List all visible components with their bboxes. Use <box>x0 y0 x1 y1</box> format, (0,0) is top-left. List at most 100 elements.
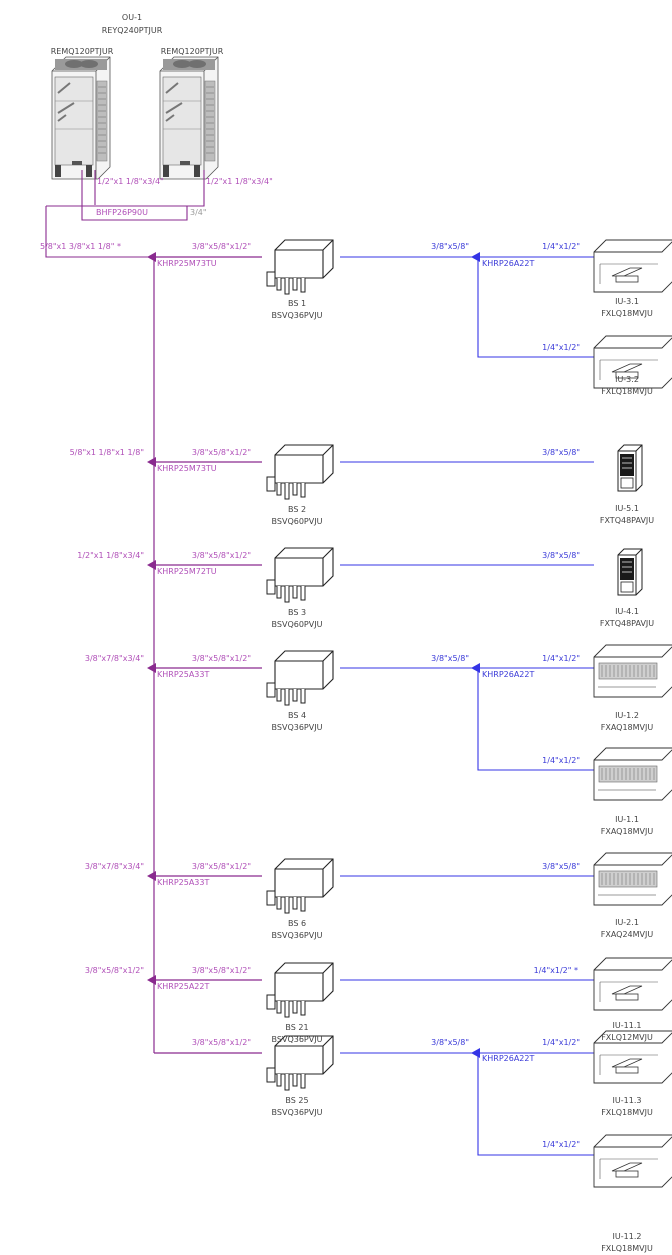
iu21-pipe-label: 3/8"x5/8" <box>542 862 580 871</box>
outdoor-unit-right-icon <box>159 56 219 180</box>
bs2-name: BS 2 <box>288 505 306 514</box>
iu-11-2-model: FXLQ18MVJU <box>601 1244 653 1253</box>
bs2-model: BSVQ60PVJU <box>272 517 323 526</box>
bs4-trunk-pipe-label: 3/8"x7/8"x3/4" <box>85 654 144 663</box>
bs4-indoor-pipe-label: 3/8"x5/8" <box>431 654 469 663</box>
iu41-pipe-label: 3/8"x5/8" <box>542 551 580 560</box>
iu-2-1-model: FXAQ24MVJU <box>601 930 654 939</box>
bs6-model: BSVQ36PVJU <box>272 931 323 940</box>
iu12-pipe-label: 1/4"x1/2" <box>542 654 580 663</box>
iu-1-1-icon <box>593 747 672 801</box>
iu-11-1-name: IU-11.1 <box>613 1021 642 1030</box>
bs21-trunk-pipe-label: 3/8"x5/8"x1/2" <box>85 966 144 975</box>
ou-system-model: REYQ240PTJUR <box>102 26 163 35</box>
bs6-trunk-pipe-label: 3/8"x7/8"x3/4" <box>85 862 144 871</box>
iu-1-1-name: IU-1.1 <box>615 815 639 824</box>
bs4-name: BS 4 <box>288 711 306 720</box>
bs25-icon <box>266 1035 334 1091</box>
bs3-name: BS 3 <box>288 608 306 617</box>
bs4-icon <box>266 650 334 706</box>
ou-system-name: OU-1 <box>122 13 142 22</box>
iu-11-3-name: IU-11.3 <box>613 1096 642 1105</box>
iu-3-2-name: IU-3.2 <box>615 375 639 384</box>
bs1-icon <box>266 239 334 295</box>
bs21-name: BS 21 <box>285 1023 308 1032</box>
outdoor-unit-left-icon <box>51 56 111 180</box>
iu113-pipe-label: 1/4"x1/2" <box>542 1038 580 1047</box>
iu-11-1-icon <box>593 957 672 1011</box>
bs6-joint-label: KHRP25A33T <box>157 878 209 887</box>
bs4-joint-label: KHRP25A33T <box>157 670 209 679</box>
iu-3-1-name: IU-3.1 <box>615 297 639 306</box>
header-kit-label: BHFP26P90U <box>96 208 148 217</box>
ou-left-model: REMQ120PTJUR <box>51 47 114 56</box>
iu-1-2-name: IU-1.2 <box>615 711 639 720</box>
bs4-model: BSVQ36PVJU <box>272 723 323 732</box>
bs2-trunk-pipe-label: 5/8"x1 1/8"x1 1/8" <box>70 448 144 457</box>
iu-3-1-model: FXLQ18MVJU <box>601 309 653 318</box>
bs6-icon <box>266 858 334 914</box>
bs21-joint-label: KHRP25A22T <box>157 982 209 991</box>
iu-5-1-model: FXTQ48PAVJU <box>600 516 654 525</box>
iu32-pipe-label: 1/4"x1/2" <box>542 343 580 352</box>
bs6-pipe-label: 3/8"x5/8"x1/2" <box>192 862 251 871</box>
iu-3-2-model: FXLQ18MVJU <box>601 387 653 396</box>
bs25-pipe-label: 3/8"x5/8"x1/2" <box>192 1038 251 1047</box>
iu51-pipe-label: 3/8"x5/8" <box>542 448 580 457</box>
outdoor-header-piping <box>45 170 205 258</box>
ou-right-model: REMQ120PTJUR <box>161 47 224 56</box>
iu31-pipe-label: 1/4"x1/2" <box>542 242 580 251</box>
bs1-indoor-joint-label: KHRP26A22T <box>482 259 534 268</box>
iu-11-1-model: FXLQ12MVJU <box>601 1033 653 1042</box>
iu-3-1-icon <box>593 239 672 293</box>
bs3-model: BSVQ60PVJU <box>272 620 323 629</box>
bs25-indoor-pipe-label: 3/8"x5/8" <box>431 1038 469 1047</box>
iu-2-1-name: IU-2.1 <box>615 918 639 927</box>
bs1-pipe-label: 3/8"x5/8"x1/2" <box>192 242 251 251</box>
bs25-name: BS 25 <box>285 1096 308 1105</box>
bs3-icon <box>266 547 334 603</box>
bs21-icon <box>266 962 334 1018</box>
indoor-joint-markers <box>471 252 480 1058</box>
iu112-pipe-label: 1/4"x1/2" <box>542 1140 580 1149</box>
main-header-pipe-label: 5/8"x1 3/8"x1 1/8" * <box>40 242 121 251</box>
iu-1-2-model: FXAQ18MVJU <box>601 723 654 732</box>
bs25-indoor-joint-label: KHRP26A22T <box>482 1054 534 1063</box>
indoor-pipes <box>340 256 594 1156</box>
bs4-pipe-label: 3/8"x5/8"x1/2" <box>192 654 251 663</box>
iu-5-1-icon <box>617 444 643 492</box>
bs1-indoor-pipe-label: 3/8"x5/8" <box>431 242 469 251</box>
refnet-joint-markers <box>147 252 156 985</box>
bs2-icon <box>266 444 334 500</box>
bs25-model: BSVQ36PVJU <box>272 1108 323 1117</box>
iu-4-1-model: FXTQ48PAVJU <box>600 619 654 628</box>
bs6-name: BS 6 <box>288 919 306 928</box>
iu-2-1-icon <box>593 852 672 906</box>
bs1-model: BSVQ36PVJU <box>272 311 323 320</box>
iu-11-2-icon <box>593 1134 672 1188</box>
header-size-label: 3/4" <box>190 208 207 217</box>
bs2-pipe-label: 3/8"x5/8"x1/2" <box>192 448 251 457</box>
ou-right-pipe-label: 1/2"x1 1/8"x3/4" <box>206 177 273 186</box>
bs4-indoor-joint-label: KHRP26A22T <box>482 670 534 679</box>
iu-5-1-name: IU-5.1 <box>615 504 639 513</box>
bs2-joint-label: KHRP25M73TU <box>157 464 217 473</box>
iu-11-2-name: IU-11.2 <box>613 1232 642 1241</box>
iu-1-2-icon <box>593 644 672 698</box>
bs1-joint-label: KHRP25M73TU <box>157 259 217 268</box>
iu-4-1-icon <box>617 548 643 596</box>
ou-left-pipe-label: 1/2"x1 1/8"x3/4" <box>97 177 164 186</box>
iu-1-1-model: FXAQ18MVJU <box>601 827 654 836</box>
iu-11-3-model: FXLQ18MVJU <box>601 1108 653 1117</box>
bs21-pipe-label: 3/8"x5/8"x1/2" <box>192 966 251 975</box>
bs-feed-pipes <box>154 256 262 1054</box>
iu111-pipe-label: 1/4"x1/2" * <box>534 966 578 975</box>
bs3-pipe-label: 3/8"x5/8"x1/2" <box>192 551 251 560</box>
bs3-trunk-pipe-label: 1/2"x1 1/8"x3/4" <box>77 551 144 560</box>
bs3-joint-label: KHRP25M72TU <box>157 567 217 576</box>
iu-4-1-name: IU-4.1 <box>615 607 639 616</box>
bs1-name: BS 1 <box>288 299 306 308</box>
iu11-pipe-label: 1/4"x1/2" <box>542 756 580 765</box>
bs21-model: BSVQ36PVJU <box>272 1035 323 1044</box>
